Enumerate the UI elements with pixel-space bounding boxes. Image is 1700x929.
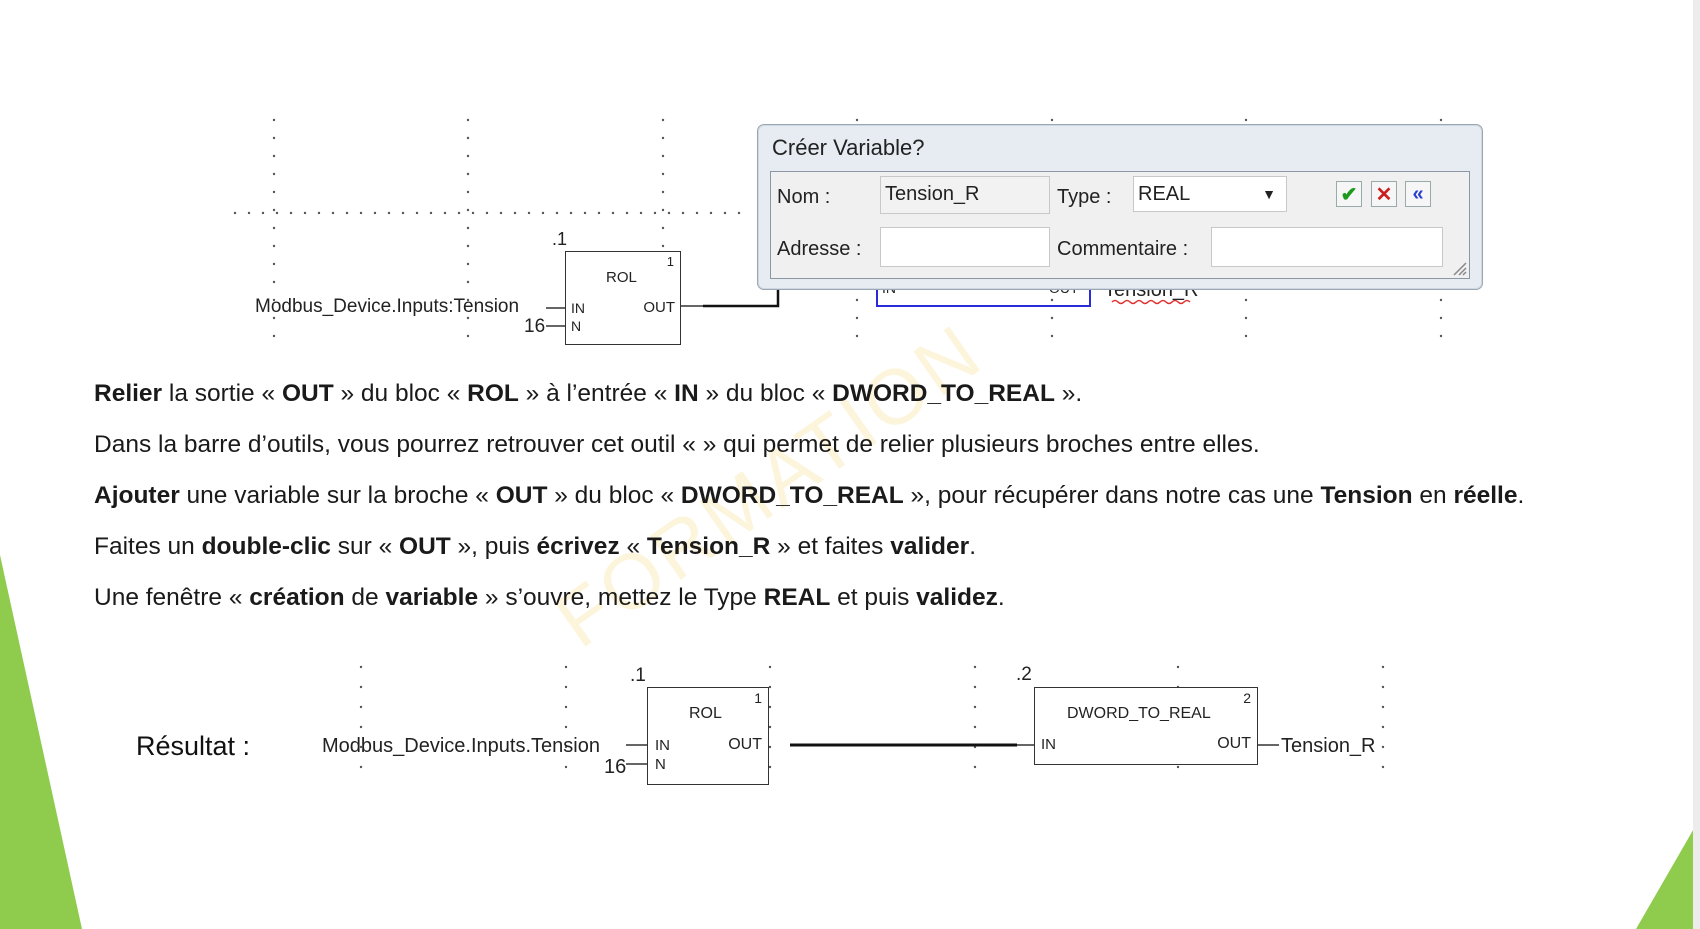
dword-to-real-name: DWORD_TO_REAL — [1067, 705, 1211, 722]
text-run: en — [1412, 482, 1454, 509]
resize-grip-icon[interactable] — [1451, 260, 1467, 276]
instruction-2: Dans la barre d’outils, vous pourrez ret… — [94, 431, 1260, 459]
text-run: sur « — [330, 533, 400, 560]
bottom-rol-pin-in[interactable]: IN — [655, 737, 670, 754]
text-run: . — [997, 584, 1005, 611]
bottom-rol-number: .1 — [630, 665, 646, 686]
chevron-down-icon: ▼ — [1262, 186, 1276, 202]
text-run: Dans la barre d’outils, vous pourrez ret… — [94, 431, 1260, 458]
text-run: Une fenêtre « — [94, 584, 250, 611]
partial-block-outline — [876, 285, 1091, 307]
top-input-n[interactable]: 16 — [524, 316, 546, 337]
text-run: OUT — [281, 380, 334, 407]
double-chevron-left-icon: « — [1412, 182, 1424, 205]
dialog-title: Créer Variable? — [772, 135, 925, 160]
expand-button[interactable]: « — [1405, 181, 1431, 207]
top-input-var[interactable]: Modbus_Device.Inputs:Tension — [255, 296, 520, 317]
instruction-1: Relier la sortie « OUT » du bloc « ROL »… — [94, 380, 1082, 408]
text-run: OUT — [399, 533, 451, 560]
text-run: « — [619, 533, 647, 560]
text-run: » du bloc « — [547, 482, 681, 509]
text-run: création — [249, 584, 345, 611]
adresse-input[interactable] — [880, 227, 1050, 267]
check-icon: ✔ — [1340, 183, 1358, 206]
text-run: » du bloc « — [333, 380, 468, 407]
type-select[interactable]: REAL ▼ — [1133, 176, 1287, 212]
text-run: » à l’entrée « — [518, 380, 675, 407]
text-run: » et faites — [770, 533, 891, 560]
commentaire-label: Commentaire : — [1057, 238, 1189, 260]
spellcheck-squiggle — [1111, 299, 1191, 305]
top-rol-pin-out[interactable]: OUT — [643, 299, 675, 316]
dword-to-real-pin-out[interactable]: OUT — [1217, 735, 1251, 752]
instruction-3: Ajouter une variable sur la broche « OUT… — [94, 482, 1524, 510]
text-run: Tension — [1320, 482, 1413, 509]
dword-to-real-index: 2 — [1243, 690, 1251, 706]
text-run: », pour récupérer dans notre cas une — [903, 482, 1321, 509]
dialog-body: Nom : Tension_R Type : REAL ▼ ✔ ✕ « Adre… — [770, 171, 1470, 279]
text-run: . — [1517, 482, 1525, 509]
bottom-rol-pin-n[interactable]: N — [655, 756, 666, 773]
bottom-rol-index: 1 — [754, 690, 762, 706]
text-run: double-clic — [201, 533, 331, 560]
bottom-rol-block[interactable]: ROL 1 IN N OUT — [647, 687, 769, 785]
bottom-conv-number: .2 — [1016, 664, 1032, 685]
create-variable-dialog: Créer Variable? Nom : Tension_R Type : R… — [757, 124, 1483, 290]
instruction-5: Une fenêtre « création de variable » s’o… — [94, 584, 1005, 612]
commentaire-input[interactable] — [1211, 227, 1443, 267]
text-run: valider — [890, 533, 970, 560]
instruction-4: Faites un double-clic sur « OUT », puis … — [94, 533, 976, 561]
top-block-number: .1 — [552, 229, 568, 249]
type-label: Type : — [1057, 186, 1112, 208]
text-run: de — [344, 584, 386, 611]
text-run: », puis — [450, 533, 537, 560]
top-rol-pin-n[interactable]: N — [571, 318, 582, 334]
text-run: et puis — [830, 584, 917, 611]
text-run: » s’ouvre, mettez le Type — [478, 584, 764, 611]
text-run: » du bloc « — [698, 380, 833, 407]
text-run: Tension_R — [646, 533, 771, 560]
top-rol-index: 1 — [666, 254, 674, 269]
text-run: une variable sur la broche « — [179, 482, 496, 509]
text-run: OUT — [495, 482, 548, 509]
text-run: . — [969, 533, 976, 560]
close-icon: ✕ — [1375, 183, 1393, 206]
text-run: DWORD_TO_REAL — [680, 482, 904, 509]
text-run: Ajouter — [94, 482, 180, 509]
adresse-label: Adresse : — [777, 238, 862, 260]
text-run: DWORD_TO_REAL — [832, 380, 1055, 407]
cancel-button[interactable]: ✕ — [1371, 181, 1397, 207]
type-select-value: REAL — [1138, 183, 1191, 205]
validate-button[interactable]: ✔ — [1336, 181, 1362, 207]
bottom-input-n[interactable]: 16 — [604, 756, 627, 778]
top-rol-block[interactable]: ROL 1 IN N OUT — [565, 251, 681, 345]
text-run: ». — [1054, 380, 1083, 407]
text-run: écrivez — [536, 533, 620, 560]
bottom-input-var[interactable]: Modbus_Device.Inputs.Tension — [322, 735, 600, 757]
bottom-rol-pin-out[interactable]: OUT — [728, 736, 762, 753]
text-run: ROL — [467, 380, 519, 407]
text-run: la sortie « — [162, 380, 282, 407]
dword-to-real-pin-in[interactable]: IN — [1041, 736, 1056, 753]
nom-label: Nom : — [777, 186, 831, 208]
result-label: Résultat : — [136, 731, 251, 761]
top-rol-name: ROL — [606, 269, 637, 286]
nom-input[interactable]: Tension_R — [880, 176, 1050, 214]
top-rol-pin-in[interactable]: IN — [571, 300, 585, 316]
text-run: réelle — [1453, 482, 1518, 509]
bottom-rol-name: ROL — [689, 705, 722, 722]
text-run: Faites un — [94, 533, 202, 560]
text-run: variable — [385, 584, 479, 611]
text-run: IN — [674, 380, 699, 407]
bottom-output-var[interactable]: Tension_R — [1281, 735, 1376, 757]
dword-to-real-block[interactable]: DWORD_TO_REAL 2 IN OUT — [1034, 687, 1258, 765]
bottom-grid — [359, 665, 1385, 769]
text-run: REAL — [763, 584, 831, 611]
text-run: Relier — [94, 380, 163, 407]
text-run: validez — [916, 584, 998, 611]
